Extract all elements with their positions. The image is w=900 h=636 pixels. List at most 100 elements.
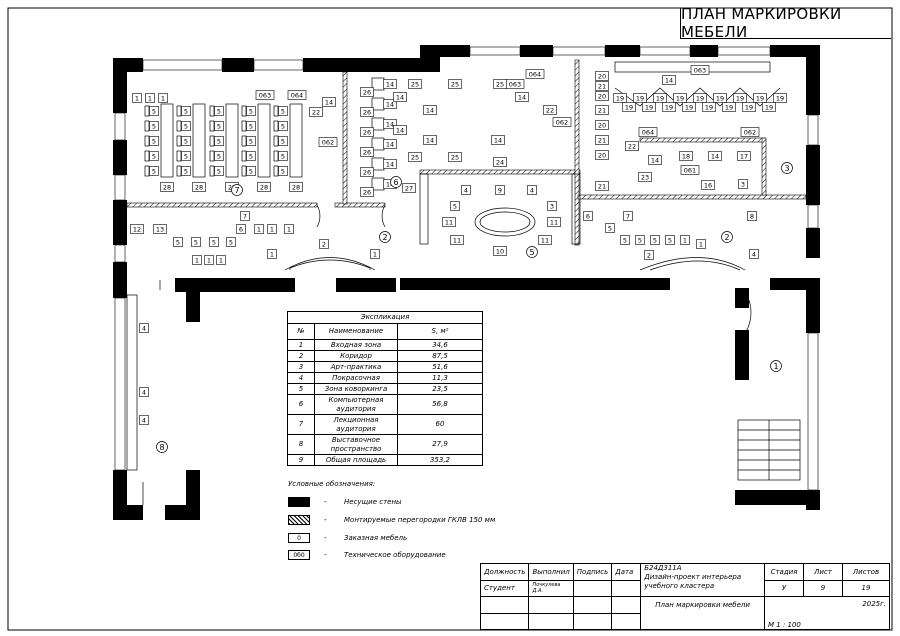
furniture-tag-label: 5 [249, 123, 253, 131]
furniture-tag-label: 14 [494, 137, 502, 145]
furniture-tag: 6 [236, 224, 246, 234]
stamp-author: Почкулева Д.А. [528, 579, 574, 597]
furniture-tag-label: 6 [239, 226, 243, 234]
stamp-header-sheets: Листов [842, 563, 890, 581]
furniture-tag: 1 [267, 249, 277, 259]
equipment-symbol: 0б0 [288, 550, 310, 560]
furniture-tag-label: 28 [260, 184, 268, 192]
furniture-tag: 19 [773, 93, 787, 103]
furniture-tag: 22 [309, 107, 323, 117]
furniture-tag-label: 5 [184, 138, 188, 146]
furniture-tag-label: 19 [696, 95, 704, 103]
row-name: Выставочное пространство [314, 434, 398, 455]
row-name: Общая площадь [314, 454, 398, 466]
room-number: 2 [724, 233, 729, 242]
furniture-tag: 14 [383, 99, 397, 109]
furniture-tag: 13 [153, 224, 167, 234]
furniture-tag-label: 19 [616, 95, 624, 103]
furniture-tag: 1 [192, 255, 202, 265]
sheet-frame [7, 7, 893, 631]
furniture-tag-label: 20 [598, 73, 606, 81]
furniture-tag-label: 1 [683, 237, 687, 245]
furniture-tag-label: 19 [756, 95, 764, 103]
furniture-tag: 5 [181, 121, 191, 131]
furniture-tag: 7 [623, 211, 633, 221]
room-number-marker: 6 [390, 176, 402, 188]
furniture-tag-label: 21 [598, 83, 606, 91]
windows [114, 46, 819, 491]
lecture-chair [209, 165, 215, 177]
furniture-tag: 5 [149, 151, 159, 161]
furniture-tag-label: 14 [386, 141, 394, 149]
stamp-sheet: 9 [803, 579, 843, 597]
furniture-tag-label: 5 [249, 138, 253, 146]
furniture-tag-label: 1 [135, 95, 139, 103]
furniture-tag-label: 22 [312, 109, 320, 117]
furniture-tag-label: 14 [325, 99, 333, 107]
furniture-tag: 19 [613, 93, 627, 103]
furniture-tag: 8 [747, 211, 757, 221]
furniture-tag: 5 [226, 237, 236, 247]
furniture-tag: 26 [360, 87, 374, 97]
furniture-tag: 22 [543, 105, 557, 115]
furniture-tag-label: 25 [411, 154, 419, 162]
furniture-tag-label: 5 [217, 123, 221, 131]
furniture-tag-label: 19 [765, 104, 773, 112]
furniture-tag: 5 [214, 136, 224, 146]
furniture-tag: 14 [383, 119, 397, 129]
furniture-tag: 5 [209, 237, 219, 247]
furniture-tag: 5 [181, 136, 191, 146]
legend-item-bearing-walls: -Несущие стены [288, 497, 402, 507]
stamp-header-position: Должность [479, 563, 530, 581]
furniture-tag: 27 [402, 183, 416, 193]
furniture-tag: 26 [360, 167, 374, 177]
row-number: 5 [287, 383, 315, 395]
furniture-tag: 11 [450, 235, 464, 245]
furniture-tag-label: 25 [451, 81, 459, 89]
furniture-tag: 24 [493, 157, 507, 167]
furniture-tag-label: 11 [541, 237, 549, 245]
furniture-tag: 5 [650, 235, 660, 245]
furniture-tag-label: 25 [496, 81, 504, 89]
furniture-tag: 1 [254, 224, 264, 234]
furniture-tag-label: 14 [396, 94, 404, 102]
furniture-tag: 21 [595, 181, 609, 191]
furniture-tag-label: 26 [363, 89, 371, 97]
room-number: 3 [784, 164, 789, 173]
furniture-tag: 14 [515, 92, 529, 102]
furniture-tag: 063 [690, 65, 710, 75]
furniture-tag: 20 [595, 150, 609, 160]
furniture-tag: 1 [216, 255, 226, 265]
title-block: Должность Выполнил Подпись Дата Б24Д311А… [479, 563, 890, 630]
furniture-tag: 19 [662, 102, 676, 112]
furniture-tag: 2 [644, 250, 654, 260]
furniture-tag-label: 4 [752, 251, 756, 259]
furniture-tag-label: 062 [744, 129, 756, 137]
furniture-tag: 19 [753, 93, 767, 103]
legend-label: Несущие стены [344, 498, 402, 506]
furniture-tag-label: 2 [647, 252, 651, 260]
furniture-tag: 16 [701, 180, 715, 190]
furniture-tag: 14 [383, 159, 397, 169]
furniture-tag: 14 [322, 97, 336, 107]
room-number: 1 [773, 362, 778, 371]
furniture-tag: 20 [595, 120, 609, 130]
furniture-tag: 19 [622, 102, 636, 112]
furniture-tag-label: 5 [249, 108, 253, 116]
furniture-tag-label: 5 [152, 168, 156, 176]
furniture-tag: 11 [442, 217, 456, 227]
furniture-tag: 26 [360, 147, 374, 157]
lecture-chair [241, 165, 247, 177]
furniture-tag-label: 10 [496, 248, 504, 256]
furniture-tag: 17 [737, 151, 751, 161]
lecture-chair [176, 135, 182, 147]
furniture-tag-label: 4 [142, 417, 146, 425]
stamp-stage: У [764, 579, 804, 597]
